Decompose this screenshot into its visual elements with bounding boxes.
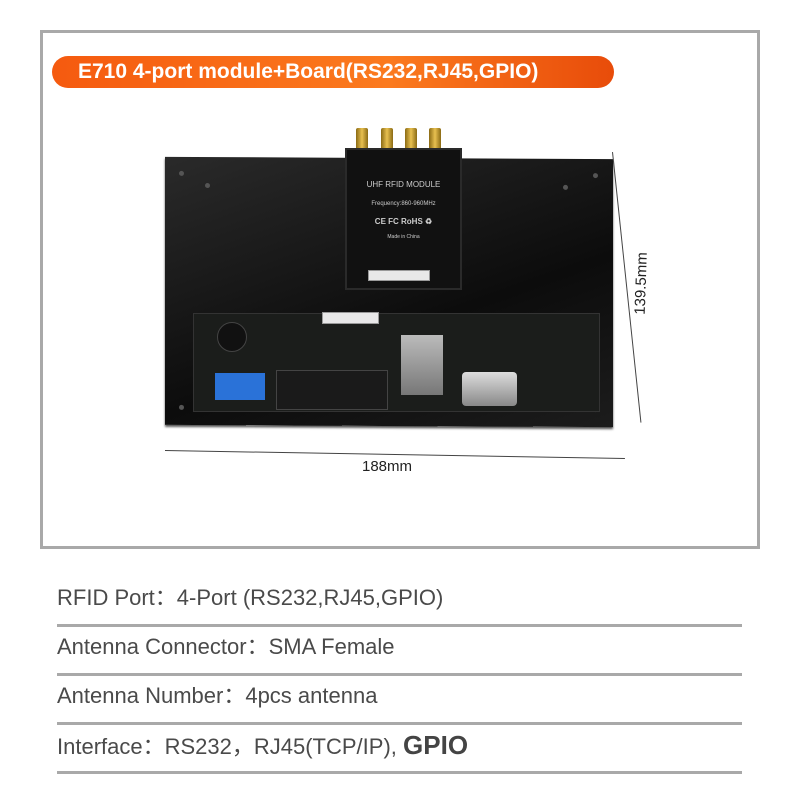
- width-dimension-label: 188mm: [362, 458, 413, 475]
- spec-label: Interface：: [57, 734, 165, 759]
- rj45-port: [401, 335, 443, 395]
- spec-list: RFID Port：4-Port (RS232,RJ45,GPIO) Anten…: [57, 578, 742, 774]
- spec-label: Antenna Number：: [57, 683, 246, 708]
- spec-value: 4-Port (RS232,RJ45,GPIO): [176, 585, 444, 610]
- sma-connector: [429, 128, 441, 150]
- module-origin: Made in China: [387, 234, 420, 240]
- module-name: UHF RFID MODULE: [366, 180, 441, 189]
- sma-connector: [405, 128, 417, 150]
- spec-row-antenna-number: Antenna Number：4pcs antenna: [57, 676, 742, 725]
- spec-row-interface: Interface：RS232，RJ45(TCP/IP), GPIO: [57, 725, 742, 774]
- module-cert-marks: CE FC RoHS ♻: [374, 217, 433, 226]
- ribbon-connector: [322, 312, 379, 324]
- module-frequency: Frequency:860-960MHz: [371, 201, 436, 207]
- spec-row-antenna-connector: Antenna Connector：SMA Female: [57, 627, 742, 676]
- spec-value-bold: GPIO: [403, 730, 469, 760]
- sma-connector: [356, 128, 368, 150]
- spec-label: Antenna Connector：: [57, 634, 269, 659]
- product-image-frame: [40, 30, 760, 549]
- module-connector: [368, 270, 430, 281]
- rs232-port: [462, 372, 517, 406]
- product-title-banner: E710 4-port module+Board(RS232,RJ45,GPIO…: [52, 56, 614, 88]
- sma-connector: [381, 128, 393, 150]
- height-dimension-label: 139.5mm: [631, 251, 651, 316]
- dip-switch: [215, 373, 265, 400]
- spec-label: RFID Port：: [57, 585, 177, 610]
- spec-value: SMA Female: [268, 634, 395, 659]
- spec-value: 4pcs antenna: [245, 683, 378, 708]
- rfid-module: UHF RFID MODULE Frequency:860-960MHz CE …: [345, 148, 462, 290]
- gpio-terminal: [276, 370, 388, 410]
- spec-row-rfid-port: RFID Port：4-Port (RS232,RJ45,GPIO): [57, 578, 742, 627]
- buzzer: [217, 322, 247, 352]
- spec-value: RS232，RJ45(TCP/IP),: [164, 734, 397, 759]
